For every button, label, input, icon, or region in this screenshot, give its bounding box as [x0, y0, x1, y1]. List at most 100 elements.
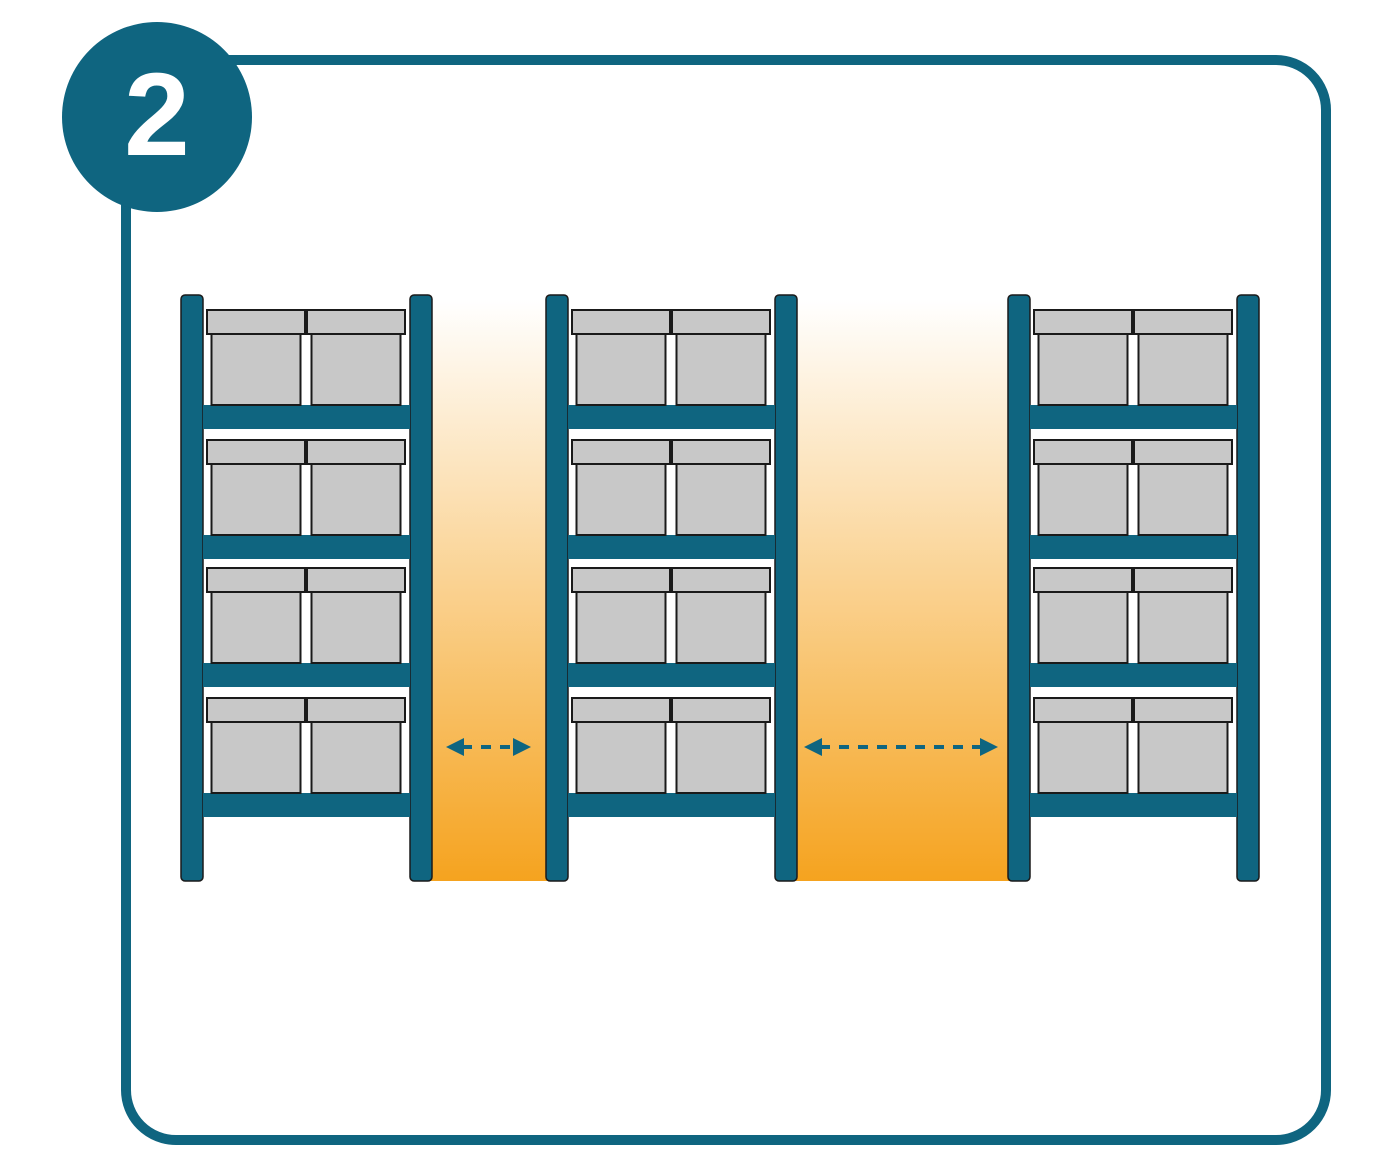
- box-body: [1037, 591, 1129, 664]
- rack-3: [1007, 294, 1260, 882]
- storage-box: [571, 439, 671, 536]
- box-body: [310, 463, 402, 536]
- storage-box: [206, 697, 306, 794]
- aisle-narrow-band: [430, 300, 548, 881]
- storage-box: [671, 439, 771, 536]
- box-lid: [671, 697, 771, 723]
- box-body: [1037, 463, 1129, 536]
- storage-box: [1133, 697, 1233, 794]
- box-lid: [571, 697, 671, 723]
- rack-post-left: [180, 294, 204, 882]
- box-lid: [1033, 439, 1133, 465]
- box-lid: [671, 309, 771, 335]
- storage-box: [571, 309, 671, 406]
- rack-shelf: [203, 663, 410, 687]
- box-lid: [1133, 697, 1233, 723]
- box-body: [210, 721, 302, 794]
- rack-shelf: [1030, 535, 1237, 559]
- storage-box: [1133, 439, 1233, 536]
- box-body: [675, 591, 767, 664]
- arrow-head-right: [513, 738, 531, 756]
- box-lid: [1033, 697, 1133, 723]
- box-body: [1137, 721, 1229, 794]
- box-lid: [571, 567, 671, 593]
- step-number-badge: 2: [62, 22, 252, 212]
- box-body: [1037, 721, 1129, 794]
- storage-box: [206, 567, 306, 664]
- storage-box: [1033, 309, 1133, 406]
- storage-box: [306, 439, 406, 536]
- arrow-head-left: [804, 738, 822, 756]
- storage-box: [571, 567, 671, 664]
- box-body: [210, 463, 302, 536]
- box-body: [575, 463, 667, 536]
- box-body: [675, 463, 767, 536]
- storage-box: [206, 309, 306, 406]
- storage-box: [1033, 439, 1133, 536]
- rack-post-right: [774, 294, 798, 882]
- box-body: [210, 333, 302, 406]
- box-lid: [1133, 439, 1233, 465]
- rack-shelf: [1030, 405, 1237, 429]
- arrow-head-left: [446, 738, 464, 756]
- box-lid: [671, 567, 771, 593]
- rack-post-right: [1236, 294, 1260, 882]
- box-body: [1137, 333, 1229, 406]
- box-body: [1037, 333, 1129, 406]
- rack-shelf: [1030, 663, 1237, 687]
- box-lid: [306, 439, 406, 465]
- box-lid: [206, 567, 306, 593]
- box-lid: [206, 697, 306, 723]
- aisle-narrow-arrow: [446, 738, 531, 756]
- storage-box: [1133, 567, 1233, 664]
- box-lid: [306, 567, 406, 593]
- box-lid: [1133, 567, 1233, 593]
- rack-shelf: [568, 535, 775, 559]
- box-body: [675, 721, 767, 794]
- rack-post-left: [1007, 294, 1031, 882]
- box-body: [1137, 591, 1229, 664]
- box-body: [575, 333, 667, 406]
- storage-box: [306, 309, 406, 406]
- box-body: [575, 721, 667, 794]
- rack-shelf: [203, 793, 410, 817]
- storage-box: [1033, 697, 1133, 794]
- box-body: [310, 721, 402, 794]
- box-body: [210, 591, 302, 664]
- step-number: 2: [124, 49, 190, 181]
- arrow-head-right: [980, 738, 998, 756]
- rack-shelf: [568, 793, 775, 817]
- rack-shelf: [1030, 793, 1237, 817]
- box-lid: [206, 309, 306, 335]
- rack-post-right: [409, 294, 433, 882]
- aisle-wide-arrow: [804, 738, 998, 756]
- box-body: [310, 591, 402, 664]
- box-lid: [306, 697, 406, 723]
- box-lid: [571, 309, 671, 335]
- rack-shelf: [203, 535, 410, 559]
- storage-box: [671, 309, 771, 406]
- rack-1: [180, 294, 433, 882]
- storage-box: [571, 697, 671, 794]
- rack-shelf: [568, 405, 775, 429]
- rack-post-left: [545, 294, 569, 882]
- box-body: [310, 333, 402, 406]
- box-body: [1137, 463, 1229, 536]
- storage-box: [1033, 567, 1133, 664]
- storage-box: [306, 567, 406, 664]
- aisle-wide-band: [795, 300, 1010, 881]
- box-lid: [1133, 309, 1233, 335]
- box-lid: [671, 439, 771, 465]
- box-lid: [1033, 309, 1133, 335]
- box-lid: [1033, 567, 1133, 593]
- rack-shelf: [203, 405, 410, 429]
- storage-box: [1133, 309, 1233, 406]
- box-body: [675, 333, 767, 406]
- storage-box: [206, 439, 306, 536]
- box-lid: [571, 439, 671, 465]
- storage-box: [671, 697, 771, 794]
- rack-2: [545, 294, 798, 882]
- box-lid: [206, 439, 306, 465]
- rack-shelf: [568, 663, 775, 687]
